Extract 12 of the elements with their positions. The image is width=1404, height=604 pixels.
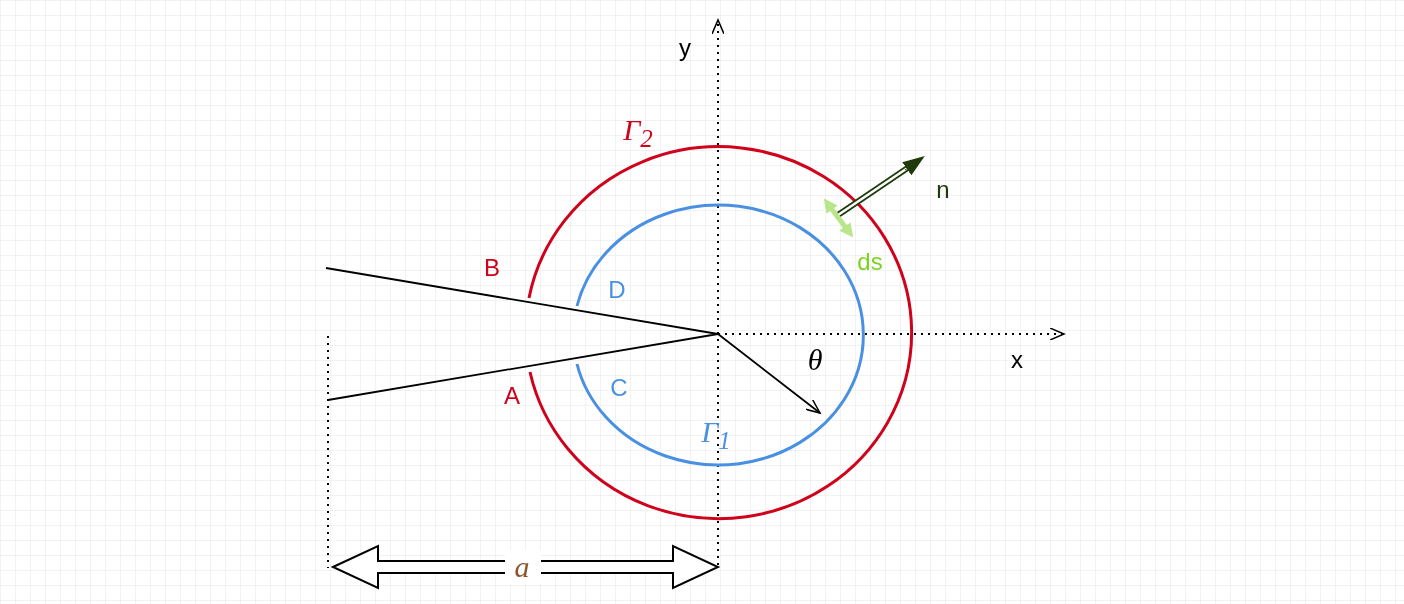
contour-label: Γ$_{1}$: [701, 417, 731, 453]
vector-label: ds: [857, 250, 883, 274]
axis-label: x: [1011, 348, 1023, 372]
point-label: B: [484, 256, 500, 280]
vector-label: n: [936, 178, 950, 202]
contour-label: Γ$_{2}$: [623, 115, 653, 151]
point-label: C: [610, 376, 628, 400]
point-label: D: [608, 278, 626, 302]
point-label: A: [504, 384, 520, 408]
angle-label: θ: [807, 345, 823, 375]
dimension-label: a: [514, 552, 530, 582]
axis-label: y: [679, 36, 691, 60]
